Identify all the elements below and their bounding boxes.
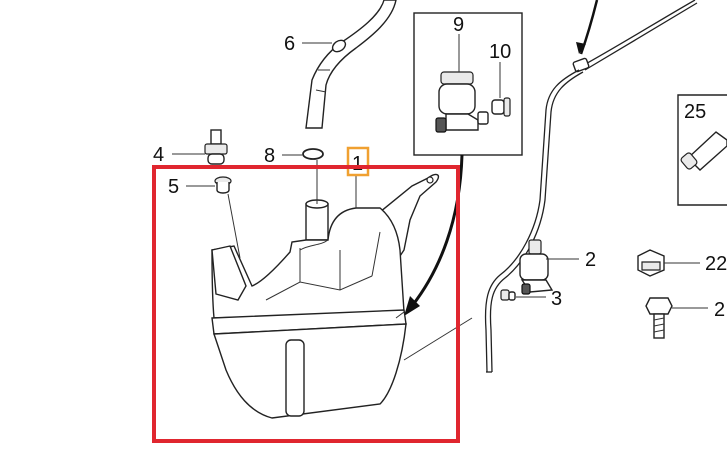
callout-21[interactable]: 2	[714, 299, 725, 321]
level-sensor-part-4[interactable]	[204, 129, 228, 165]
install-arrow-icon	[404, 296, 420, 316]
callout-22[interactable]: 22	[705, 253, 727, 275]
selection-box	[152, 165, 460, 443]
bolt-part-21[interactable]	[645, 297, 673, 339]
clip-part-22[interactable]	[637, 249, 665, 277]
callout-5[interactable]: 5	[168, 176, 179, 198]
pump-motor-part-9[interactable]	[435, 71, 489, 133]
pump-seal-part-10[interactable]	[491, 97, 511, 117]
grommet-part-5[interactable]	[214, 176, 232, 194]
leader-hose-to-tank	[403, 317, 473, 361]
callout-6[interactable]: 6	[284, 33, 295, 55]
pump-grommet-part-3[interactable]	[500, 289, 516, 301]
callout-8[interactable]: 8	[264, 145, 275, 167]
hose-arrow-icon	[576, 42, 586, 54]
washer-pump-part-2[interactable]	[519, 239, 554, 295]
callout-1[interactable]: 1	[352, 153, 363, 175]
callout-4[interactable]: 4	[153, 144, 164, 166]
leader-arrow-to-tank	[395, 311, 405, 319]
callout-25[interactable]: 25	[684, 101, 706, 123]
callout-9[interactable]: 9	[453, 14, 464, 36]
leader-5-to-tank	[227, 193, 241, 259]
callout-2[interactable]: 2	[585, 249, 596, 271]
washer-reservoir-part-1[interactable]	[211, 173, 440, 419]
filler-hose-part-6[interactable]	[305, 0, 397, 129]
callout-3[interactable]: 3	[551, 288, 562, 310]
washer-hose[interactable]	[484, 0, 698, 373]
callout-10[interactable]: 10	[489, 41, 511, 63]
hose-connector-part-25[interactable]	[680, 131, 727, 171]
o-ring-part-8[interactable]	[302, 148, 324, 160]
callout-highlight-box	[346, 146, 370, 177]
